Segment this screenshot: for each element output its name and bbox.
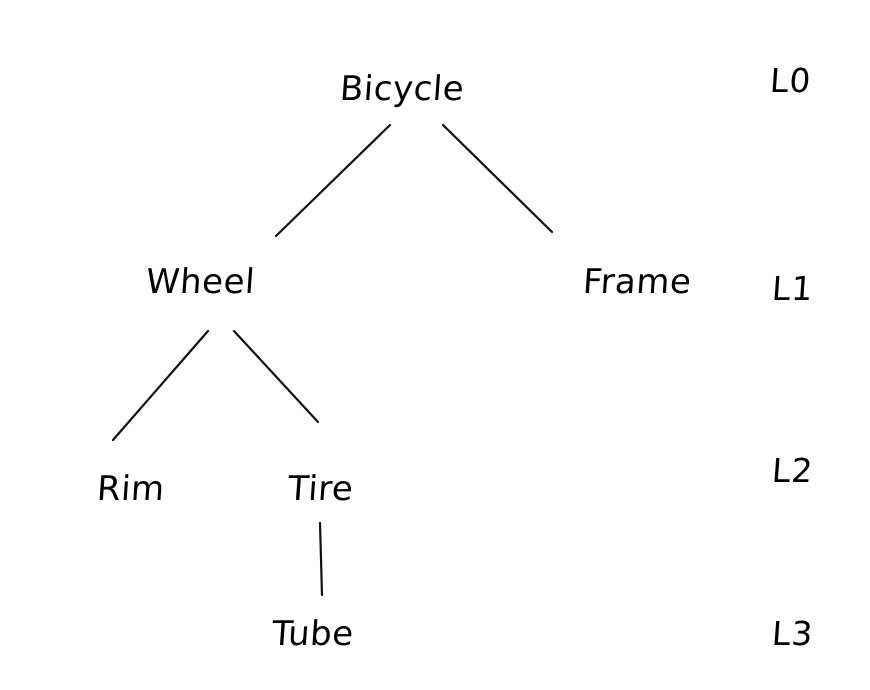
level-label-l0: L0	[768, 61, 813, 100]
edge-wheel-rim	[111, 329, 210, 442]
node-rim: Rim	[95, 469, 167, 509]
level-label-l2: L2	[770, 451, 815, 490]
node-wheel: Wheel	[144, 262, 257, 302]
node-tube: Tube	[270, 614, 356, 654]
node-bicycle: Bicycle	[338, 69, 466, 109]
node-frame: Frame	[581, 262, 693, 302]
edge-bicycle-wheel	[274, 123, 392, 238]
edge-bicycle-frame	[441, 123, 554, 234]
level-label-l1: L1	[770, 269, 815, 308]
level-label-l3: L3	[770, 614, 815, 653]
node-tire: Tire	[286, 469, 355, 509]
edge-tire-tube	[318, 521, 324, 597]
edge-wheel-tire	[232, 329, 320, 424]
